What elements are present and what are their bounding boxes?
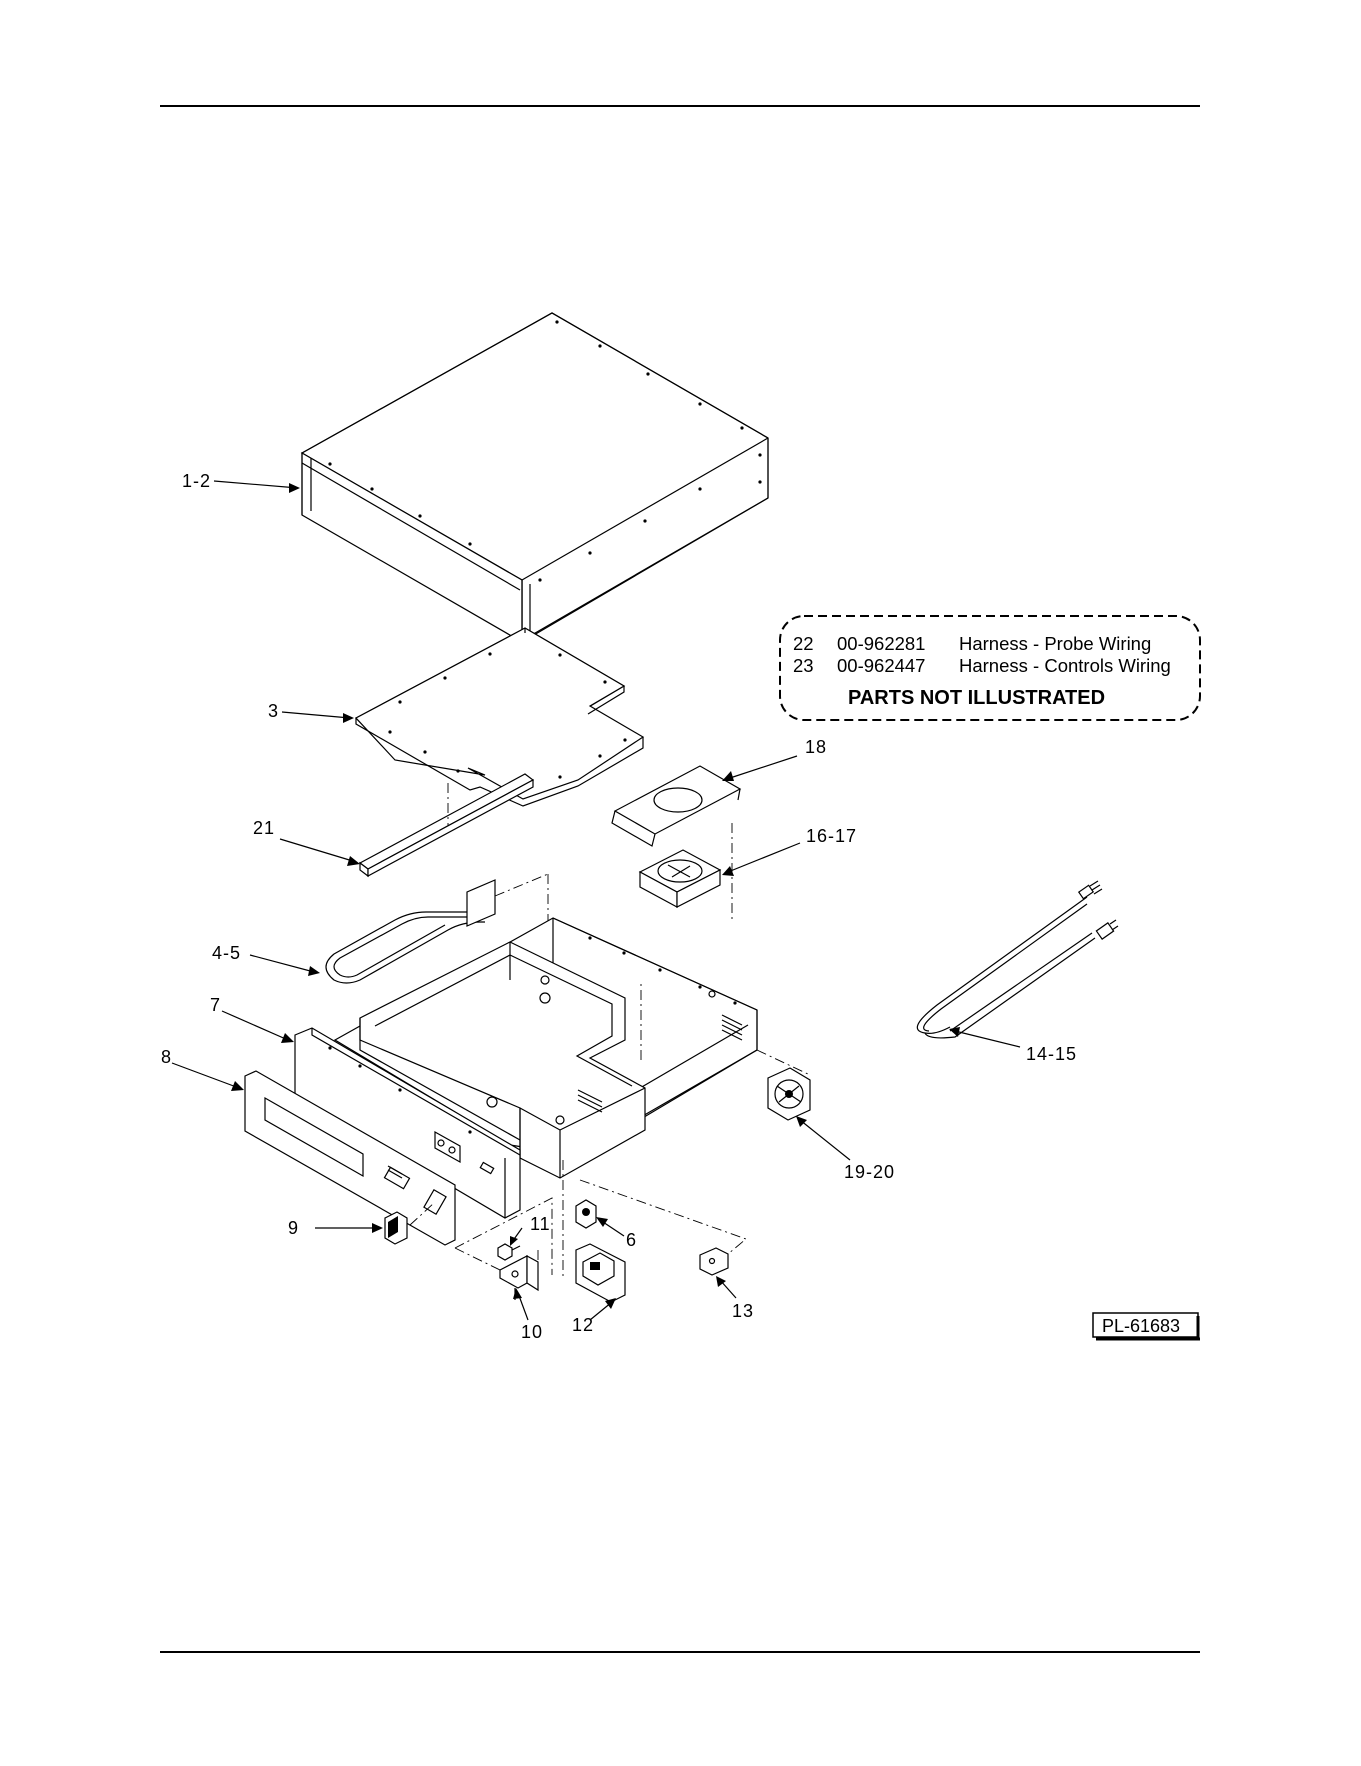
note-row1-description: Harness - Probe Wiring (959, 633, 1151, 654)
leader-1-2 (214, 481, 298, 488)
leader-4-5 (250, 955, 314, 972)
interior-panel (356, 628, 643, 806)
angle-strip (360, 774, 533, 876)
note-row2-part-number: 00-962447 (837, 655, 925, 676)
callout-14-15: 14-15 (1026, 1044, 1077, 1064)
callout-6: 6 (626, 1230, 637, 1250)
callout-19-20: 19-20 (844, 1162, 895, 1182)
callout-13: 13 (732, 1301, 754, 1321)
arrow-21 (347, 856, 360, 866)
note-row1-part-number: 00-962281 (837, 633, 925, 654)
drawing-id-box: PL-61683 (1093, 1313, 1200, 1340)
power-cord (917, 881, 1118, 1038)
leader-8 (172, 1063, 239, 1088)
probe-receptacle (498, 1244, 520, 1260)
arrow-18 (722, 771, 734, 781)
drawing-id: PL-61683 (1102, 1316, 1180, 1336)
arrow-1-2 (289, 483, 300, 493)
arrow-19-20 (796, 1116, 807, 1127)
top-cover (302, 313, 768, 642)
callout-1-2: 1-2 (182, 471, 211, 491)
callout-18: 18 (805, 737, 827, 757)
note-row2-item: 23 (793, 655, 814, 676)
assembly-line (455, 1248, 500, 1270)
cooling-fan (640, 850, 720, 907)
leader-7 (222, 1011, 288, 1040)
callout-8: 8 (161, 1047, 172, 1067)
leader-21 (280, 839, 356, 862)
arrow-3 (343, 713, 354, 723)
callout-12: 12 (572, 1315, 594, 1335)
callout-10: 10 (521, 1322, 543, 1342)
callout-11: 11 (530, 1214, 551, 1234)
leader-14-15 (955, 1031, 1020, 1047)
callout-21: 21 (253, 818, 275, 838)
arrow-9 (372, 1223, 383, 1233)
arrow-4-5 (308, 966, 320, 976)
note-row2-description: Harness - Controls Wiring (959, 655, 1171, 676)
leader-3 (282, 712, 350, 718)
fan-bracket (612, 766, 740, 846)
leader-18 (730, 756, 797, 778)
callout-16-17: 16-17 (806, 826, 857, 846)
arrow-11 (510, 1236, 518, 1246)
note-row1-item: 22 (793, 633, 814, 654)
note-heading: PARTS NOT ILLUSTRATED (848, 687, 1105, 709)
callout-3: 3 (268, 701, 279, 721)
callout-7: 7 (210, 995, 221, 1015)
rear-fan (757, 1050, 810, 1120)
callout-4-5: 4-5 (212, 943, 241, 963)
parts-not-illustrated-box: 22 00-962281 Harness - Probe Wiring 23 0… (780, 616, 1200, 720)
leader-19-20 (800, 1120, 850, 1160)
arrow-6 (596, 1217, 608, 1227)
leader-16-17 (728, 843, 800, 872)
callout-9: 9 (288, 1218, 299, 1238)
arrow-10 (513, 1288, 522, 1299)
arrow-14-15 (949, 1027, 960, 1037)
